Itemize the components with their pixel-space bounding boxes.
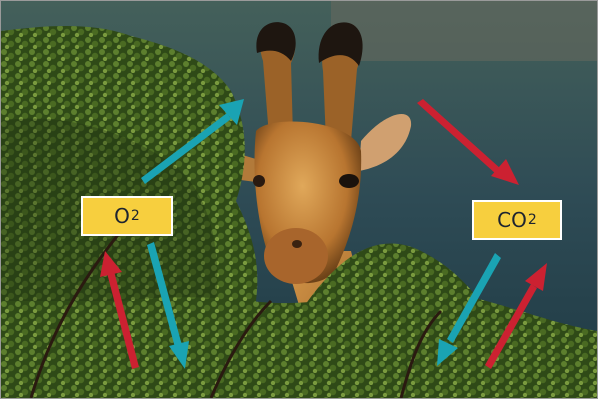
oxygen-arrow-down-right: [437, 253, 501, 366]
giraffe-nostril: [292, 240, 302, 248]
oxygen-arrow-up: [141, 99, 244, 184]
carbon-dioxide-arrow-down-right: [417, 99, 519, 185]
giraffe-muzzle: [264, 228, 328, 284]
giraffe-eye-left: [253, 175, 265, 187]
foliage-mid-right: [301, 243, 501, 398]
branch: [399, 309, 443, 398]
branch: [209, 299, 273, 398]
branch: [29, 230, 123, 398]
giraffe-right-ear: [359, 114, 412, 171]
foliage-right-edge: [521, 346, 597, 398]
carbon-dioxide-label-subscript: 2: [527, 212, 537, 228]
oxygen-label-subscript: 2: [130, 208, 140, 224]
oxygen-label-base: O: [114, 204, 130, 228]
giraffe-right-horn-tuft: [318, 22, 363, 66]
giraffe-left-horn-tuft: [256, 22, 296, 61]
distant-hills: [331, 1, 597, 61]
carbon-dioxide-label-base: CO: [497, 208, 527, 232]
oxygen-arrow-down: [147, 242, 189, 369]
carbon-dioxide-arrow-up-left: [100, 251, 139, 369]
carbon-dioxide-arrow-up-right: [485, 263, 547, 369]
giraffe-eye: [339, 174, 359, 188]
